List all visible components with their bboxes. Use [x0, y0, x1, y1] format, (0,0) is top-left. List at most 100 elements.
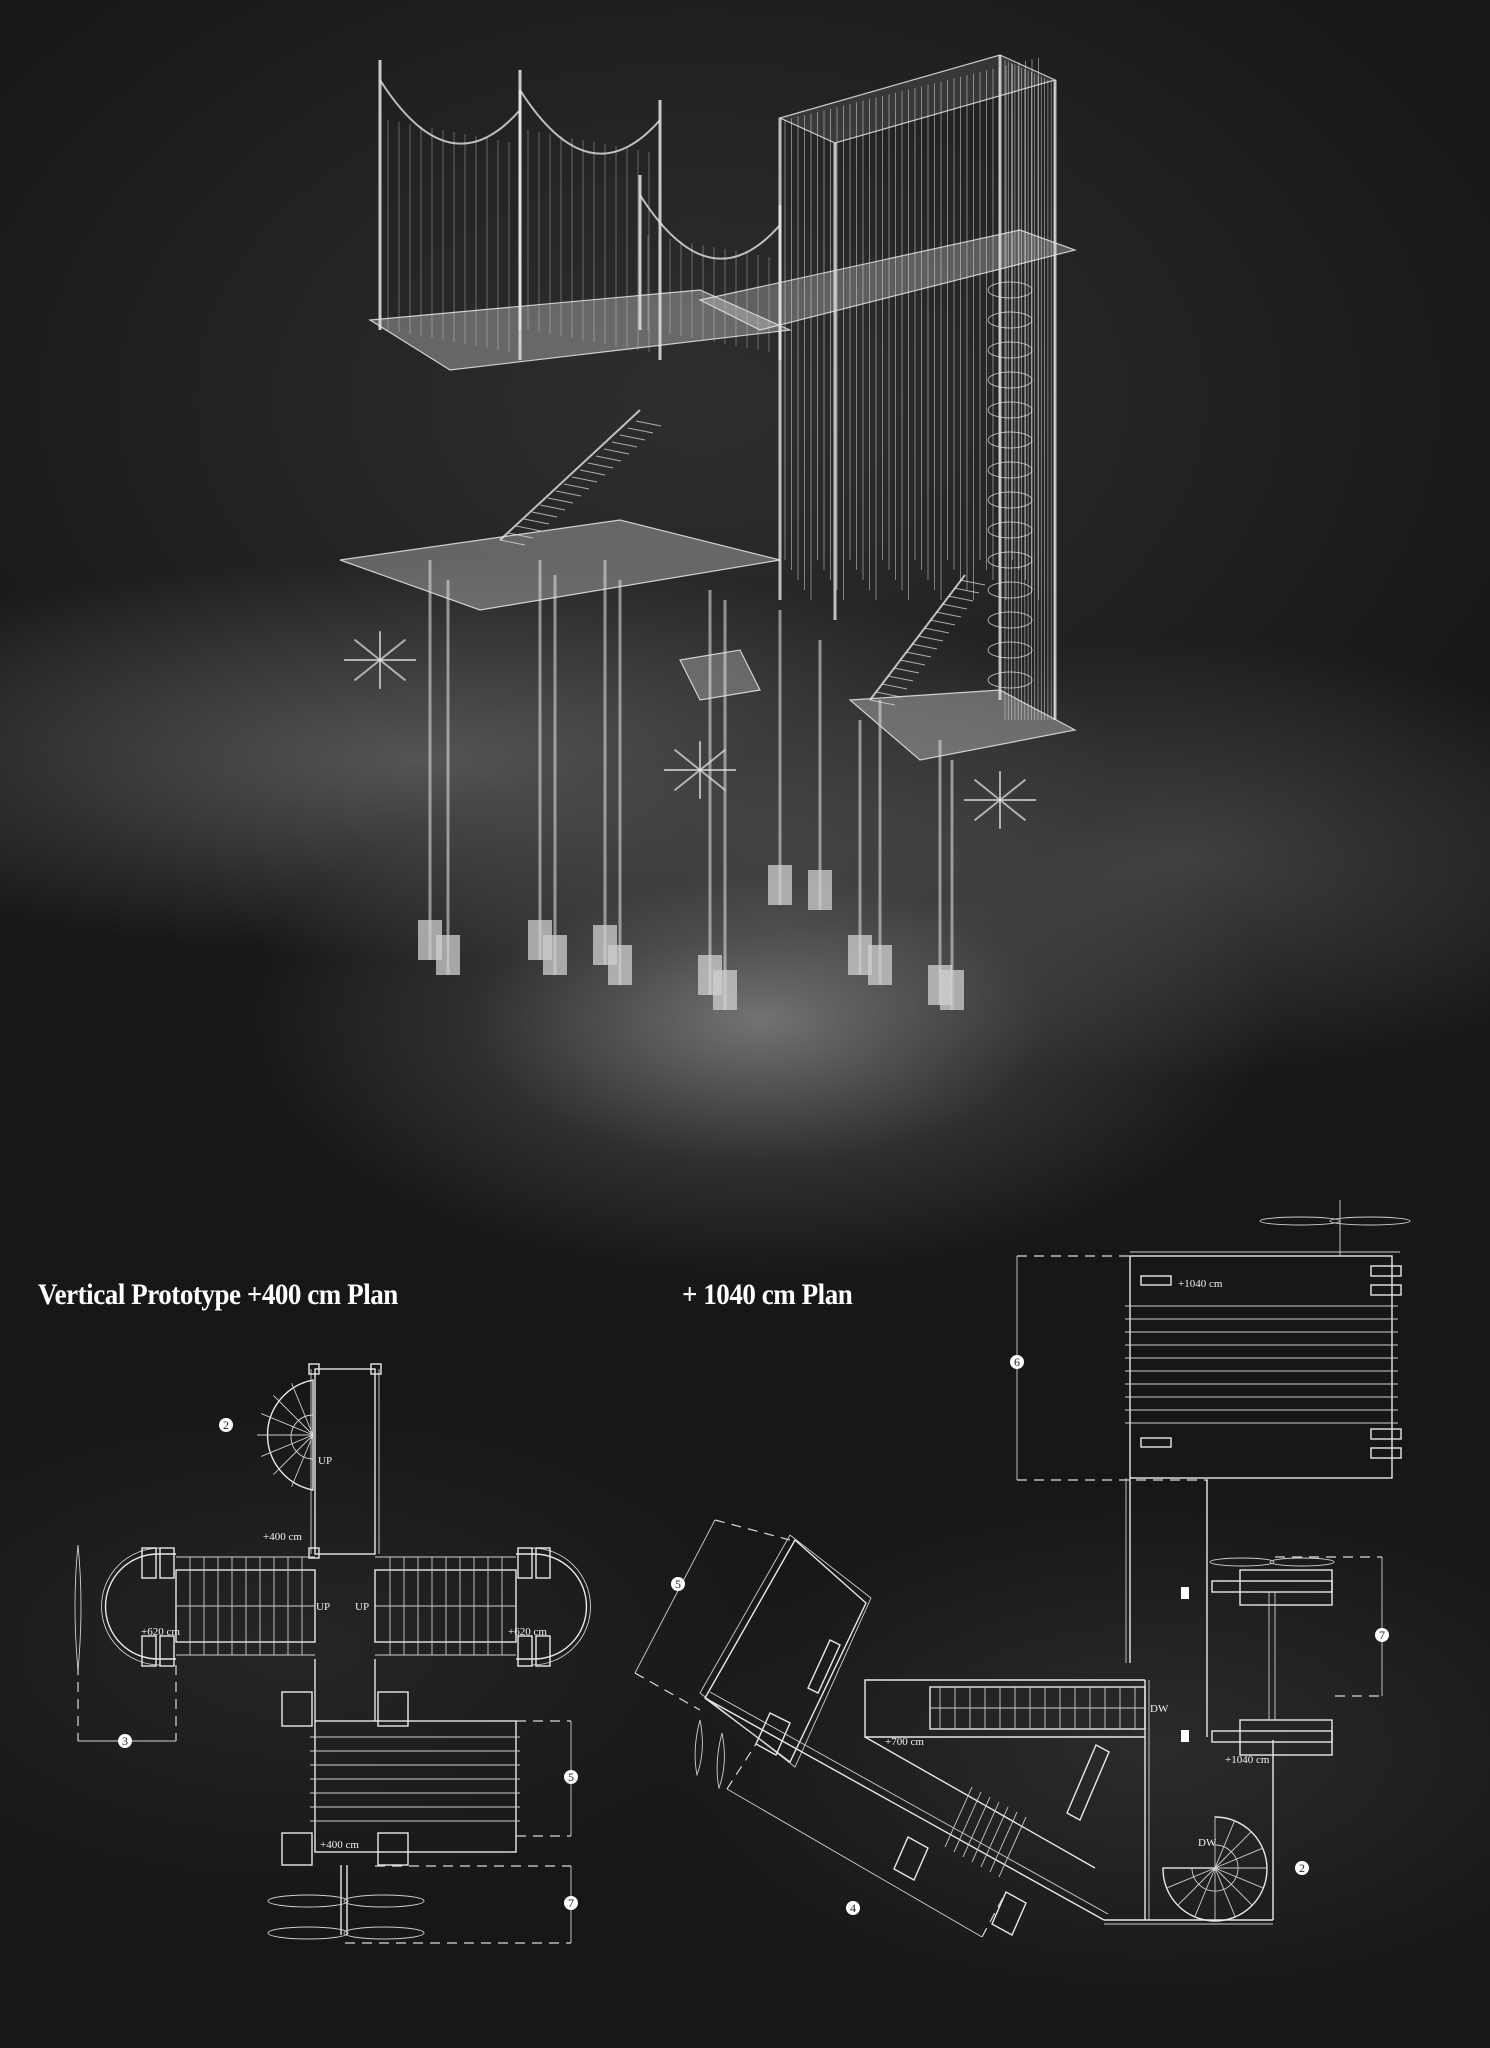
turbine-blade — [379, 638, 407, 661]
spine-corridor — [308, 1363, 382, 1721]
stair-tread — [603, 448, 630, 455]
stair-tread — [905, 651, 932, 658]
spiral-stair-tread — [987, 521, 1033, 539]
marker-2: 2 — [1295, 1861, 1309, 1875]
turbine-blade — [973, 799, 1001, 822]
stair-tread — [875, 691, 902, 698]
stair-tread — [959, 579, 986, 586]
stair-tread — [962, 1796, 991, 1858]
dimension-5-7 — [345, 1720, 572, 1944]
dimension-3 — [77, 1665, 177, 1742]
stair-tread — [539, 504, 566, 511]
stair-tread — [1214, 1847, 1264, 1869]
svg-text:6: 6 — [1014, 1355, 1020, 1369]
stair-tread — [881, 683, 908, 690]
spiral-stair-tread — [987, 581, 1033, 599]
stair-tread — [611, 441, 638, 448]
stair-tread — [587, 462, 614, 469]
spiral-stair-tread — [987, 461, 1033, 479]
stair-tread — [273, 1434, 314, 1475]
spiral-stair-tread — [987, 491, 1033, 509]
stair-tread — [971, 1801, 1000, 1863]
stair-tread — [923, 627, 950, 634]
spiral-stair — [257, 1379, 314, 1491]
stair-tread — [935, 611, 962, 618]
spiral-stair-tread — [987, 671, 1033, 689]
svg-text:5: 5 — [675, 1577, 681, 1591]
lower-block — [267, 1691, 520, 1940]
stair-tread — [627, 427, 654, 434]
spiral-stair-tread — [987, 641, 1033, 659]
level-label-lower: +400 cm — [320, 1839, 359, 1851]
stair-tread — [869, 699, 896, 706]
stair-tread — [555, 490, 582, 497]
turbine-blade — [673, 748, 701, 771]
up-label: UP — [318, 1455, 332, 1467]
pier-footing — [808, 870, 832, 910]
stair-tread — [261, 1413, 314, 1436]
stair-tread — [635, 420, 662, 427]
stair-tread — [953, 587, 980, 594]
stair-tread — [953, 1791, 982, 1853]
pier-footing — [543, 935, 567, 975]
stair-tread — [989, 1811, 1018, 1873]
down-label-spiral: DW — [1198, 1837, 1217, 1849]
left-plan: UP +400 cm UP UP +620 cm +620 cm — [74, 1363, 591, 1944]
dimension-5-4 — [634, 1519, 1007, 1938]
stair-tread — [523, 518, 550, 525]
right-plan-title: + 1040 cm Plan — [682, 1278, 853, 1311]
dimension-7 — [1275, 1556, 1383, 1697]
arch — [519, 89, 661, 155]
stair-tread — [929, 619, 956, 626]
stair-tread — [1214, 1867, 1264, 1889]
turbine-blade — [999, 778, 1027, 801]
stair-tread — [893, 667, 920, 674]
level-label-top: +1040 cm — [1178, 1278, 1223, 1290]
stair-tread — [941, 603, 968, 610]
turbine-blade — [699, 748, 727, 771]
left-plan-title: Vertical Prototype +400 cm Plan — [38, 1278, 398, 1311]
stair-tread — [515, 525, 542, 532]
stair-tread — [563, 483, 590, 490]
svg-text:2: 2 — [223, 1418, 229, 1432]
turbine-blade — [673, 769, 701, 792]
stair-tread — [571, 476, 598, 483]
stair-tread — [261, 1434, 314, 1457]
level-label-side: +1040 cm — [1225, 1754, 1270, 1766]
turbine-blade — [973, 778, 1001, 801]
stair-tread — [619, 434, 646, 441]
stair-tread — [1177, 1867, 1216, 1906]
right-bridge — [374, 1547, 591, 1667]
stair-tread — [980, 1806, 1009, 1868]
level-label-left: +620 cm — [141, 1626, 180, 1638]
arch — [639, 194, 781, 260]
stair-tread — [944, 1786, 973, 1848]
svg-text:4: 4 — [850, 1901, 856, 1915]
spine-corridor — [1104, 1478, 1274, 1925]
stair-tread — [1194, 1867, 1216, 1917]
marker-6: 6 — [1010, 1355, 1024, 1369]
right-plan: +1040 cm 6 7 +1040 cm — [634, 1200, 1411, 1938]
stair-tread — [1214, 1867, 1236, 1917]
stair-tread — [579, 469, 606, 476]
left-bridge — [74, 1544, 316, 1671]
level-label: +400 cm — [263, 1531, 302, 1543]
platform — [848, 689, 1077, 761]
stair-tread — [947, 595, 974, 602]
svg-text:5: 5 — [568, 1770, 574, 1784]
stair-tread — [899, 659, 926, 666]
stair-tread — [547, 497, 574, 504]
stair-tread — [1166, 1867, 1216, 1889]
svg-text:7: 7 — [1379, 1628, 1385, 1642]
spiral-stair-tread — [987, 551, 1033, 569]
level-label-right: +620 cm — [508, 1626, 547, 1638]
pier-footing — [868, 945, 892, 985]
pier-footing — [768, 865, 792, 905]
stair-tread — [507, 532, 534, 539]
marker-7: 7 — [564, 1896, 578, 1910]
stair-tread — [531, 511, 558, 518]
spiral-stair-tread — [987, 281, 1033, 299]
marker-5: 5 — [671, 1577, 685, 1591]
stair-tread — [1214, 1830, 1253, 1869]
up-label-right: UP — [355, 1601, 369, 1613]
